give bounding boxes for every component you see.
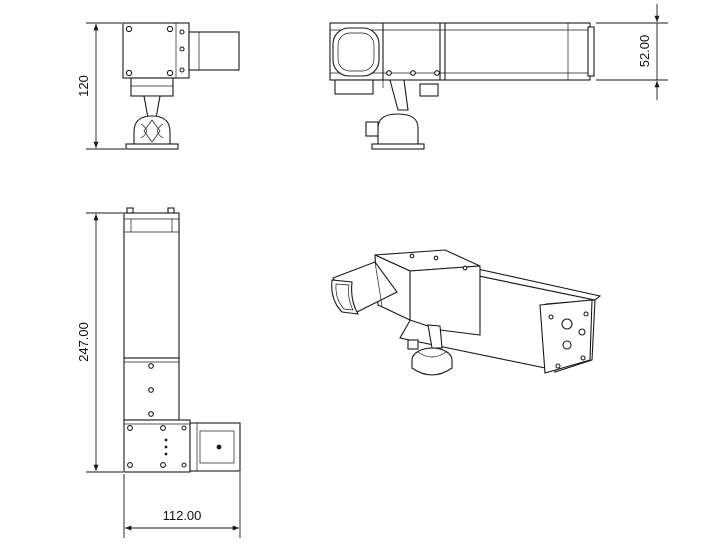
- top-view: [123, 207, 241, 473]
- dimension-112: 112.00: [123, 472, 241, 538]
- dimension-112-label: 112.00: [163, 508, 202, 523]
- dimension-120: 120: [76, 22, 125, 150]
- front-lens-tube: [188, 31, 240, 71]
- top-end-housing: [123, 419, 191, 473]
- side-mount: [377, 113, 419, 149]
- iso-lens-front: [331, 279, 360, 315]
- side-lens: [332, 27, 380, 77]
- isometric-view: [331, 249, 602, 376]
- dimension-247-label: 247.00: [76, 322, 91, 362]
- side-neck: [389, 79, 409, 111]
- top-body: [123, 212, 180, 359]
- side-view: [329, 22, 595, 150]
- dimension-247: 247.00: [76, 212, 123, 473]
- iso-neck: [427, 324, 443, 349]
- front-view: [122, 22, 240, 150]
- dimension-52-label: 52.00: [637, 35, 652, 68]
- iso-connector: [561, 318, 573, 330]
- front-housing: [122, 22, 190, 79]
- side-knob: [419, 83, 439, 97]
- front-bracket: [130, 77, 174, 97]
- front-neck: [143, 95, 161, 119]
- front-mount: [133, 115, 171, 149]
- top-lens-housing: [189, 422, 241, 472]
- dimension-52: 52.00: [596, 4, 668, 100]
- dimension-120-label: 120: [76, 75, 91, 97]
